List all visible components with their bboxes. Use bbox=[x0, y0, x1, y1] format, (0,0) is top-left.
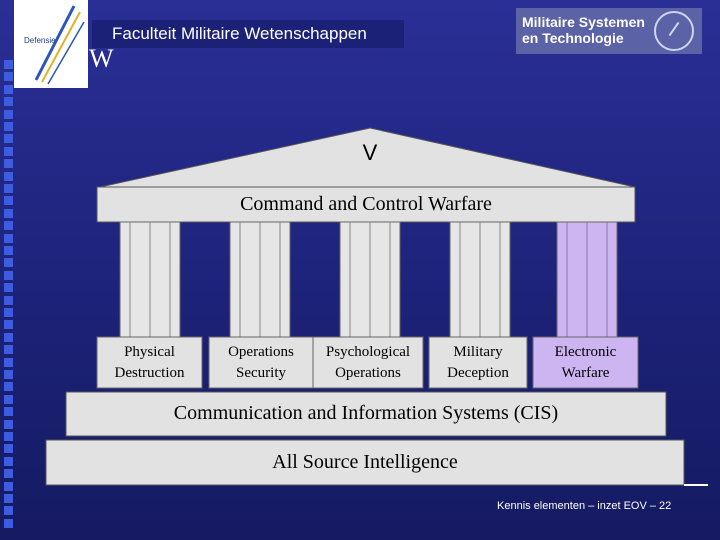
strip-square bbox=[4, 221, 13, 231]
strip-square bbox=[4, 308, 13, 317]
brand-text: Militaire Systemen en Technologie bbox=[522, 14, 645, 46]
strip-square bbox=[4, 320, 13, 330]
pillar-label-operations-security: Operations Security bbox=[209, 342, 313, 384]
pillar-label-electronic-warfare: Electronic Warfare bbox=[533, 342, 638, 384]
pillar-label-military-deception: Military Deception bbox=[429, 342, 527, 384]
strip-square bbox=[4, 444, 13, 454]
pillar-label-line: Destruction bbox=[114, 365, 185, 381]
strip-square bbox=[4, 518, 13, 528]
strip-square bbox=[4, 246, 13, 255]
pillar-label-line: Military bbox=[453, 344, 503, 360]
defensie-logo: Defensie bbox=[14, 0, 88, 88]
strip-square bbox=[4, 506, 13, 516]
strip-square bbox=[4, 469, 13, 479]
strip-square bbox=[4, 332, 13, 342]
strip-square bbox=[4, 456, 13, 466]
strip-square bbox=[4, 295, 13, 305]
pillar-box-military-deception bbox=[428, 336, 528, 389]
pillar-label-line: Security bbox=[236, 365, 286, 381]
strip-square bbox=[4, 494, 13, 503]
mst-brand-logo: Militaire Systemen en Technologie bbox=[516, 8, 702, 54]
strip-square bbox=[4, 97, 13, 107]
strip-square bbox=[4, 382, 13, 392]
strip-square bbox=[4, 345, 13, 355]
strip-square bbox=[4, 432, 13, 441]
brand-line-1: Militaire Systemen bbox=[522, 14, 645, 30]
pillar-label-line: Warfare bbox=[561, 365, 610, 381]
strip-square bbox=[4, 122, 13, 131]
strip-square bbox=[4, 84, 13, 94]
strip-square bbox=[4, 407, 13, 417]
strip-square bbox=[4, 159, 13, 169]
strip-square bbox=[4, 370, 13, 379]
defensie-emblem-icon bbox=[34, 5, 85, 85]
logo-label: Defensie bbox=[24, 36, 56, 45]
title-fragment: W bbox=[89, 44, 114, 73]
strip-square bbox=[4, 72, 13, 82]
roof-label: V bbox=[362, 140, 378, 165]
strip-square bbox=[4, 171, 13, 181]
entablature-label: Command and Control Warfare bbox=[240, 193, 492, 215]
strip-square bbox=[4, 196, 13, 206]
strip-square bbox=[4, 394, 13, 404]
strip-square bbox=[4, 481, 13, 491]
decorative-square-strip bbox=[0, 60, 22, 530]
pillar-shafts bbox=[119, 221, 618, 338]
compass-seal-icon bbox=[654, 11, 694, 51]
strip-square bbox=[4, 60, 13, 69]
pillar-label-line: Operations bbox=[228, 344, 294, 360]
pillar-label-line: Operations bbox=[335, 365, 401, 381]
strip-square bbox=[4, 109, 13, 119]
strip-square bbox=[4, 233, 13, 243]
strip-square bbox=[4, 208, 13, 218]
pillar-box-operations-security bbox=[208, 336, 314, 389]
pillar-label-line: Deception bbox=[447, 365, 509, 381]
strip-square bbox=[4, 184, 13, 193]
page-header-title: Faculteit Militaire Wetenschappen bbox=[92, 20, 404, 48]
pillar-label-line: Electronic bbox=[554, 344, 617, 360]
base-cis-label: Communication and Information Systems (C… bbox=[173, 402, 559, 424]
strip-square bbox=[4, 146, 13, 156]
strip-square bbox=[4, 134, 13, 144]
pillar-label-psychological-operations: Psychological Operations bbox=[313, 342, 423, 384]
pillar-box-physical-destruction bbox=[96, 336, 203, 389]
slide-footer: Kennis elementen – inzet EOV – 22 bbox=[497, 500, 672, 512]
strip-square bbox=[4, 357, 13, 367]
pillar-label-line: Physical bbox=[124, 344, 175, 360]
pillar-box-electronic-warfare bbox=[532, 336, 639, 389]
temple-base-intelligence bbox=[45, 439, 685, 486]
strip-square bbox=[4, 258, 13, 268]
base-intelligence-label: All Source Intelligence bbox=[272, 451, 458, 473]
temple-entablature bbox=[96, 186, 636, 223]
strip-square bbox=[4, 270, 13, 280]
temple-base-cis bbox=[65, 391, 667, 437]
strip-square bbox=[4, 283, 13, 293]
pillar-label-physical-destruction: Physical Destruction bbox=[97, 342, 202, 384]
brand-line-2: en Technologie bbox=[522, 30, 624, 46]
pillar-box-psychological-operations bbox=[312, 336, 424, 389]
pillar-label-line: Psychological bbox=[325, 344, 411, 360]
strip-square bbox=[4, 419, 13, 429]
